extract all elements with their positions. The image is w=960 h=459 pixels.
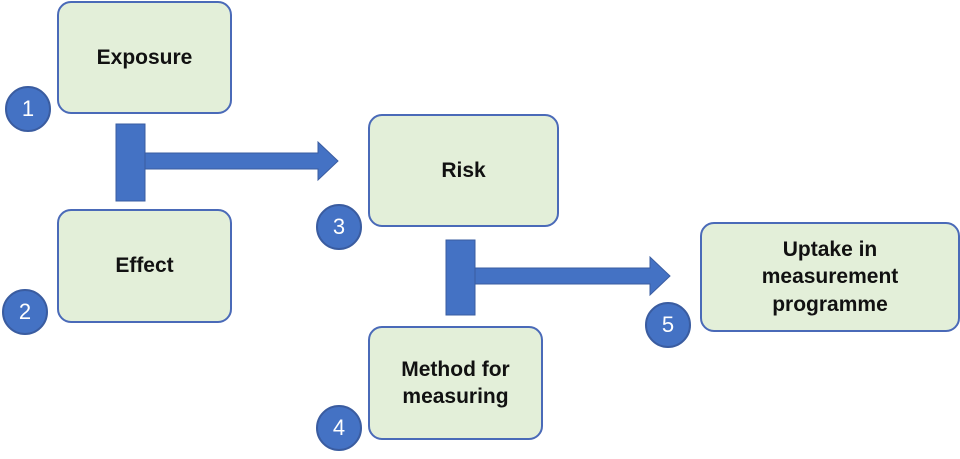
step-badge-2: 2	[2, 289, 48, 335]
connector-bar-vertical	[445, 239, 476, 316]
node-exposure: Exposure	[57, 1, 232, 114]
node-label: Effect	[115, 254, 174, 278]
node-label: Exposure	[96, 45, 193, 69]
arrow-right-icon	[474, 255, 671, 297]
node-method: Method for measuring	[368, 326, 543, 440]
connector-risk-method-to-uptake	[445, 239, 671, 316]
step-badge-3: 3	[316, 204, 362, 250]
node-label: Uptake in measurement programme	[761, 238, 899, 316]
node-label: Risk	[441, 158, 486, 182]
node-uptake: Uptake in measurement programme	[700, 222, 960, 332]
connector-bar-vertical	[115, 123, 146, 202]
node-effect: Effect	[57, 209, 232, 323]
step-badge-4: 4	[316, 405, 362, 451]
arrow-right-icon	[144, 140, 339, 182]
step-badge-1: 1	[5, 86, 51, 132]
step-badge-5: 5	[645, 302, 691, 348]
connector-exposure-effect-to-risk	[115, 123, 339, 202]
node-label: Method for measuring	[401, 357, 510, 408]
node-risk: Risk	[368, 114, 559, 227]
